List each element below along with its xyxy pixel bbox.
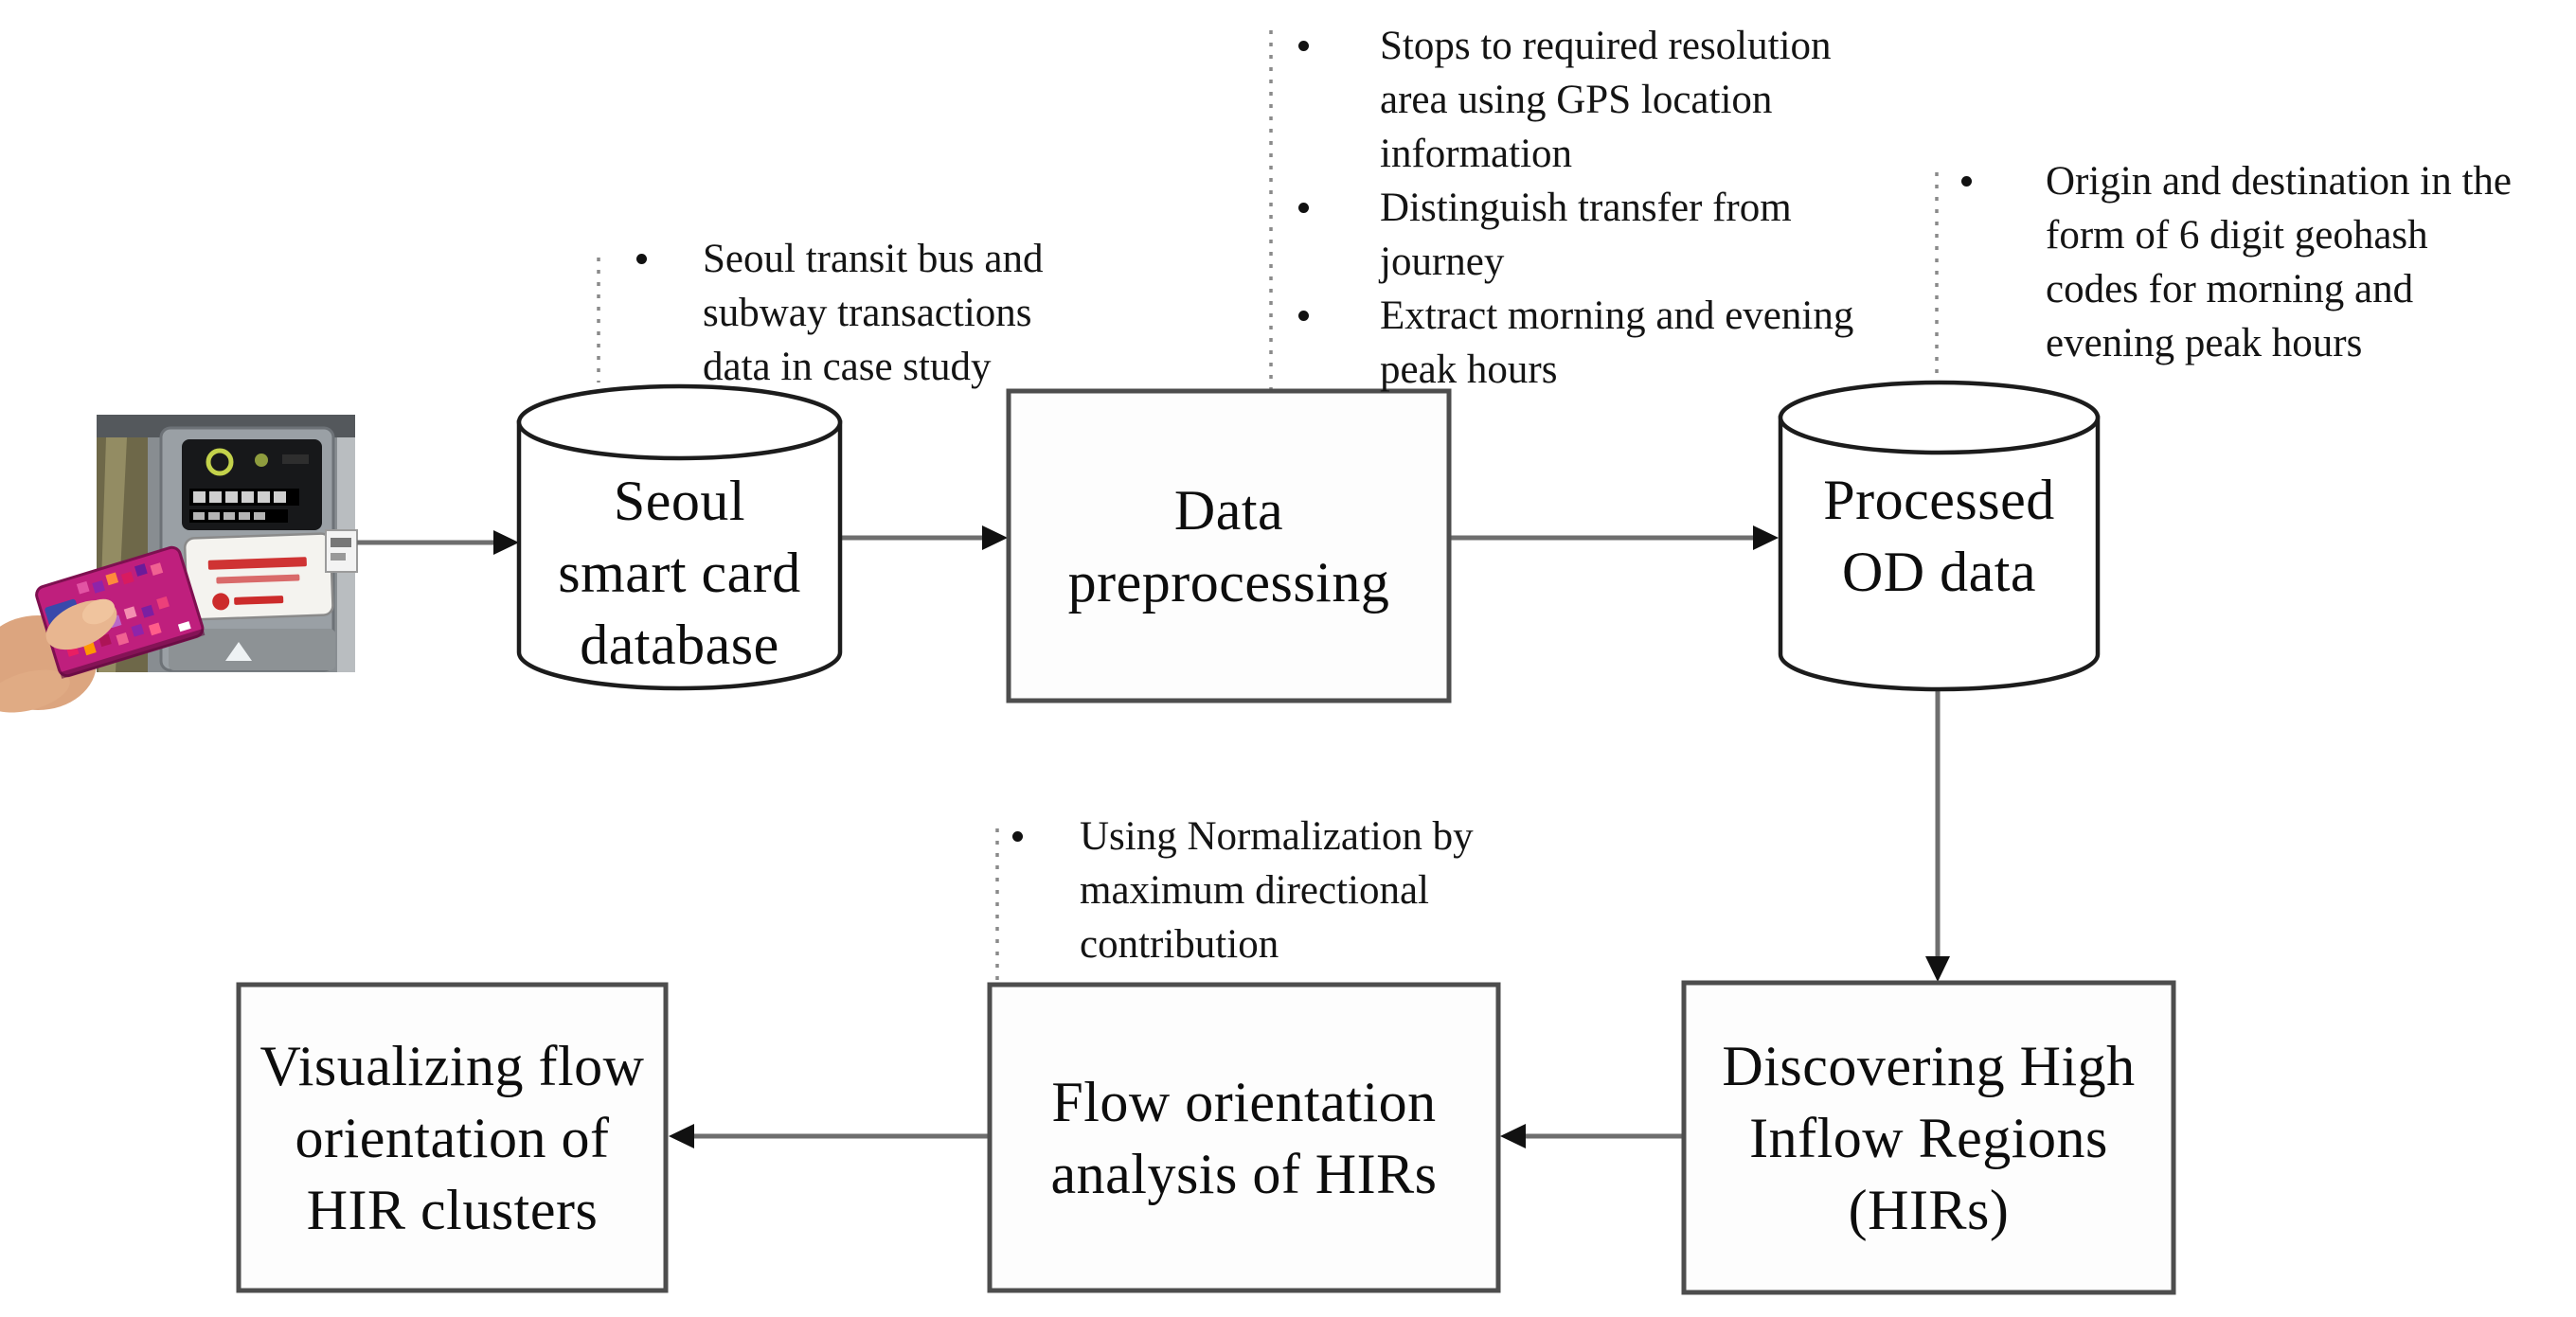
reader-led-display — [193, 491, 286, 503]
smart-card-reader-photo — [0, 415, 358, 713]
node-visualizing-shape — [236, 982, 669, 1293]
node-discovering-shape — [1681, 980, 2176, 1295]
node-processed-od-shape — [1778, 380, 2101, 692]
node-seoul-db-shape — [516, 383, 843, 691]
node-flow-analysis-shape — [987, 982, 1501, 1293]
node-preprocessing-shape — [1006, 388, 1452, 703]
bullet-icon — [1298, 41, 1309, 51]
bullet-icon — [1012, 831, 1023, 842]
card-target-pad — [183, 532, 334, 621]
reader-ring-light — [206, 448, 234, 476]
bullet-icon — [1961, 176, 1972, 187]
bullet-icon — [636, 254, 647, 264]
tmoney-logo — [212, 593, 230, 611]
reader-side-label — [325, 529, 358, 573]
bullet-icon — [1298, 203, 1309, 213]
bullet-icon — [1298, 311, 1309, 321]
arrowheads — [493, 525, 1950, 1148]
